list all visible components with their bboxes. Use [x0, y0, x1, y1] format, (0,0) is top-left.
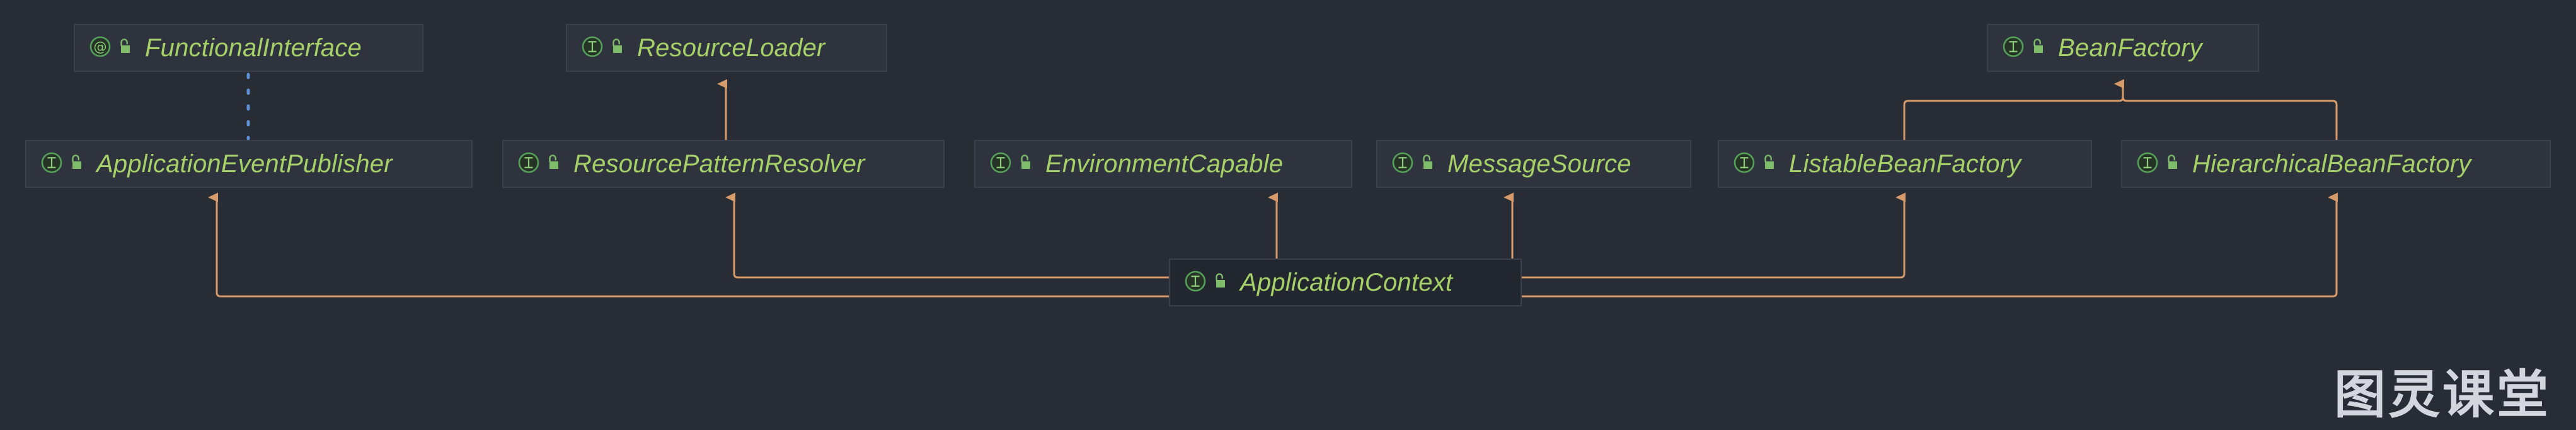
annotation-icon: @ — [89, 35, 112, 61]
class-node-label-message-source: MessageSource — [1447, 150, 1631, 178]
svg-text:@: @ — [94, 39, 107, 54]
unlocked-padlock-icon — [2025, 37, 2045, 59]
edge-applicationcontext-listablebeanfactory — [1522, 192, 1906, 279]
interface-icon — [989, 151, 1012, 177]
unlocked-padlock-icon — [1756, 153, 1776, 175]
class-node-label-functional-interface: FunctionalInterface — [145, 34, 362, 62]
unlocked-padlock-icon — [1207, 272, 1228, 294]
unlocked-padlock-icon — [540, 153, 561, 175]
class-node-message-source[interactable]: MessageSource — [1376, 140, 1691, 188]
class-node-label-hierarchical-bean-factory: HierarchicalBeanFactory — [2192, 150, 2471, 178]
class-node-label-application-context: ApplicationContext — [1240, 269, 1453, 296]
edge-applicationcontext-applicationeventpublisher — [208, 192, 1169, 298]
class-node-functional-interface[interactable]: @ FunctionalInterface — [74, 24, 423, 72]
node-icon-group — [1733, 151, 1776, 177]
interface-icon — [1733, 151, 1756, 177]
class-node-listable-bean-factory[interactable]: ListableBeanFactory — [1718, 140, 2092, 188]
class-node-application-event-publisher[interactable]: ApplicationEventPublisher — [25, 140, 473, 188]
edge-listablebeanfactory-beanfactory — [1903, 79, 2124, 140]
interface-icon — [581, 35, 604, 61]
class-node-label-resource-pattern-resolver: ResourcePatternResolver — [573, 150, 865, 178]
node-icon-group — [2136, 151, 2180, 177]
interface-icon — [517, 151, 540, 177]
node-icon-group — [1391, 151, 1435, 177]
edge-hierarchicalbeanfactory-beanfactory — [2114, 79, 2338, 140]
class-node-label-environment-capable: EnvironmentCapable — [1045, 150, 1284, 178]
class-node-bean-factory[interactable]: BeanFactory — [1987, 24, 2259, 72]
unlocked-padlock-icon — [1414, 153, 1435, 175]
unlocked-padlock-icon — [63, 153, 84, 175]
class-node-resource-loader[interactable]: ResourceLoader — [566, 24, 887, 72]
interface-icon — [1184, 270, 1207, 296]
watermark: 图灵课堂 — [2333, 365, 2551, 425]
unlocked-padlock-icon — [1012, 153, 1033, 175]
class-node-label-application-event-publisher: ApplicationEventPublisher — [96, 150, 393, 178]
interface-icon — [2136, 151, 2159, 177]
node-icon-group — [1184, 270, 1228, 296]
class-node-label-listable-bean-factory: ListableBeanFactory — [1789, 150, 2021, 178]
class-node-label-bean-factory: BeanFactory — [2058, 34, 2202, 62]
unlocked-padlock-icon — [604, 37, 624, 59]
interface-icon — [40, 151, 63, 177]
class-node-hierarchical-bean-factory[interactable]: HierarchicalBeanFactory — [2121, 140, 2551, 188]
unlocked-padlock-icon — [112, 37, 132, 59]
edge-applicationcontext-hierarchicalbeanfactory — [1522, 192, 2338, 298]
node-icon-group — [40, 151, 84, 177]
edge-applicationcontext-resourcepatternresolver — [725, 192, 1169, 279]
unlocked-padlock-icon — [2159, 153, 2180, 175]
node-icon-group — [2002, 35, 2045, 61]
class-node-label-resource-loader: ResourceLoader — [637, 34, 825, 62]
interface-icon — [2002, 35, 2025, 61]
interface-icon — [1391, 151, 1414, 177]
node-icon-group — [517, 151, 561, 177]
class-node-application-context[interactable]: ApplicationContext — [1169, 259, 1522, 306]
node-icon-group: @ — [89, 35, 132, 61]
node-icon-group — [989, 151, 1033, 177]
node-icon-group — [581, 35, 624, 61]
class-node-environment-capable[interactable]: EnvironmentCapable — [974, 140, 1352, 188]
class-node-resource-pattern-resolver[interactable]: ResourcePatternResolver — [502, 140, 945, 188]
